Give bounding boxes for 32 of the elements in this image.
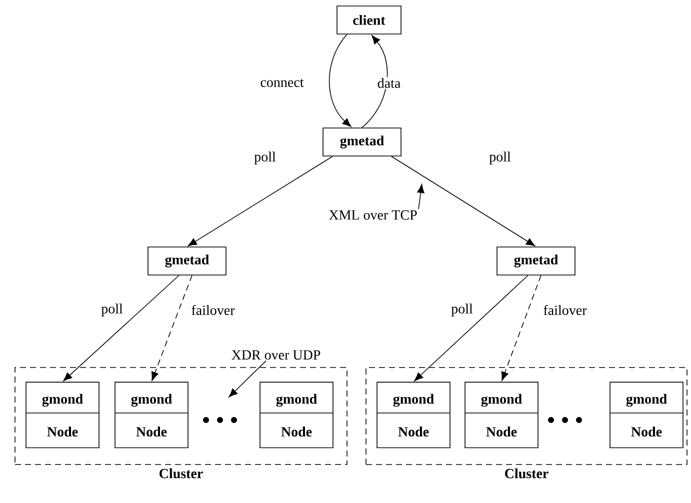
split-box: gmond Node [464,382,538,448]
process-box: gmetad [148,246,226,276]
process-box: gmetad [496,246,576,276]
arrow [328,34,352,127]
edge-label: failover [542,304,588,316]
arrow [228,360,266,398]
arrow [362,35,388,128]
node-label: Cluster [160,468,203,478]
edge-label: poll [253,150,277,166]
annotation-text: XDR over UDP [232,350,320,360]
arrow [151,275,192,381]
split-box: gmond Node [376,382,450,448]
edge-label: poll [100,302,124,318]
split-box: gmond Node [26,382,100,448]
arrow [417,184,424,210]
edge-label: data [376,77,402,89]
arrow [501,275,542,381]
annotation-text: XML over TCP [328,210,417,220]
split-box: gmond Node [260,382,334,448]
edge-label: failover [190,304,236,316]
arrow [414,275,528,382]
arrow [188,156,333,246]
split-box: gmond Node [114,382,188,448]
process-box: client [336,6,402,34]
arrow [391,156,536,246]
arrow [63,275,180,382]
split-box: gmond Node [610,382,684,448]
node-label: Cluster [505,468,548,478]
process-box: gmetad [322,128,402,156]
edge-label: connect [259,78,305,88]
edge-label: poll [488,150,512,166]
edge-label: poll [450,302,474,318]
